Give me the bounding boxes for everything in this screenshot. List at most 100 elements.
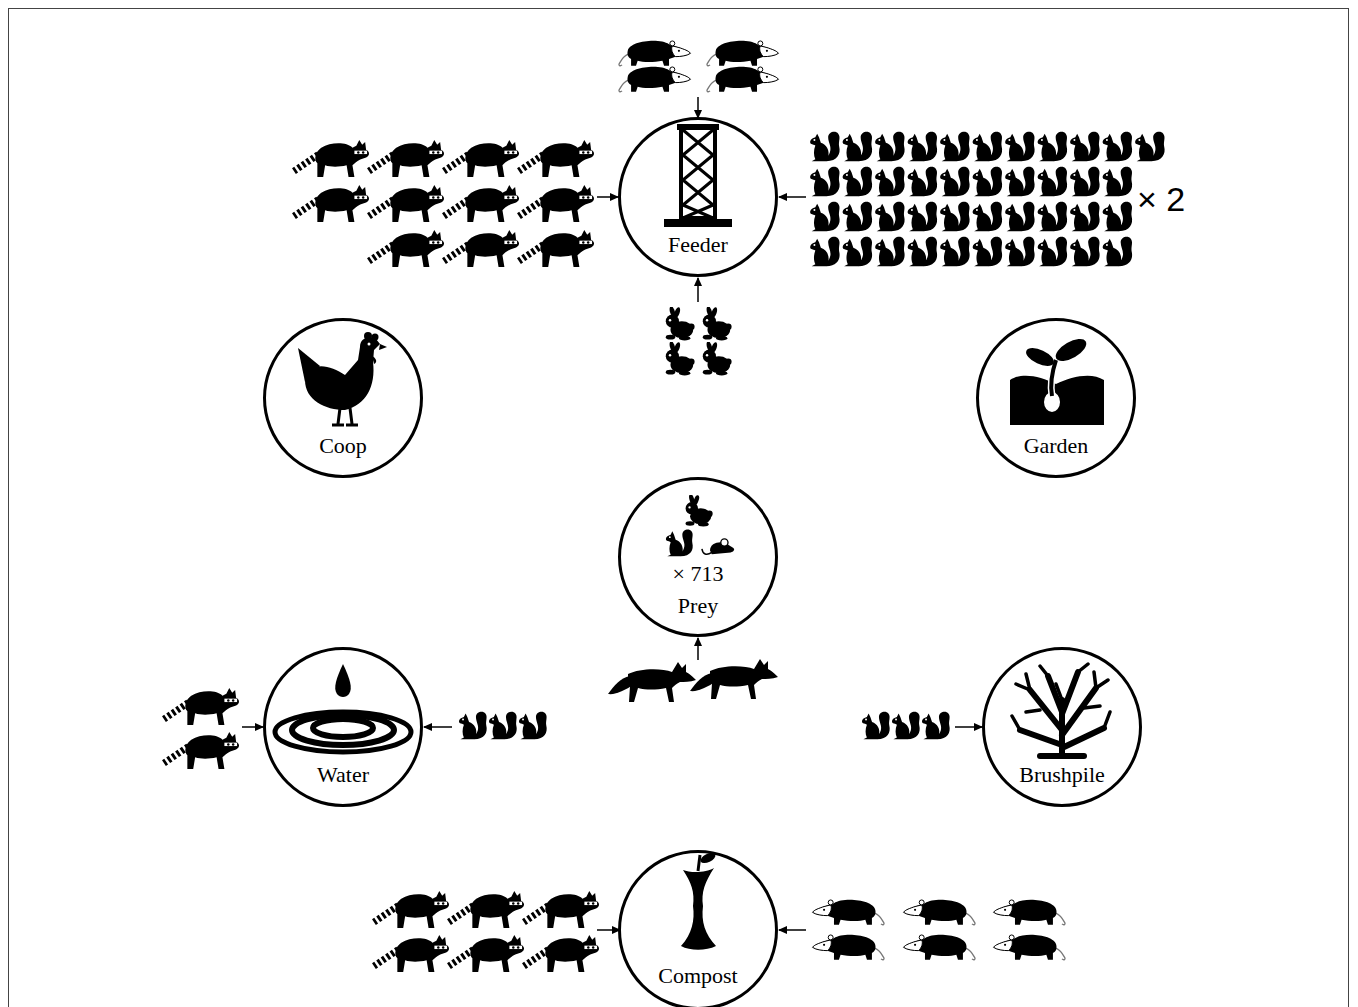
squirrel-icon bbox=[940, 167, 969, 196]
node-label: Prey bbox=[618, 594, 778, 618]
location-circle: Water bbox=[263, 647, 423, 807]
rabbit-icon bbox=[703, 341, 732, 376]
squirrel-icon bbox=[973, 237, 1002, 266]
raccoon-icon bbox=[164, 732, 239, 769]
squirrel-icon bbox=[908, 132, 937, 161]
squirrel-icon bbox=[908, 167, 937, 196]
raccoon-icon bbox=[444, 140, 519, 177]
squirrel-icon bbox=[1070, 237, 1099, 266]
node-label: Garden bbox=[976, 434, 1136, 458]
squirrel-icon bbox=[875, 202, 904, 231]
arrow bbox=[697, 97, 699, 118]
squirrel-icon bbox=[519, 712, 547, 740]
arrows bbox=[242, 97, 982, 930]
fox-icon bbox=[608, 662, 696, 702]
raccoon-icon bbox=[524, 891, 599, 928]
squirrel-icon bbox=[875, 132, 904, 161]
raccoon-icon bbox=[369, 140, 444, 177]
opossum-icon bbox=[707, 41, 778, 66]
squirrel-icon bbox=[908, 237, 937, 266]
opossum-icon bbox=[619, 67, 690, 92]
apple-core-icon bbox=[681, 851, 717, 950]
opossum-icon bbox=[813, 935, 884, 960]
rabbit-icon bbox=[666, 341, 695, 376]
squirrel-icon bbox=[875, 237, 904, 266]
raccoon-icon bbox=[374, 935, 449, 972]
arrow bbox=[955, 726, 982, 728]
squirrel-icon bbox=[1038, 132, 1067, 161]
count-text: × 713 bbox=[618, 562, 778, 586]
squirrel-icon bbox=[843, 202, 872, 231]
arrow bbox=[779, 929, 806, 931]
opossum-icon bbox=[994, 935, 1065, 960]
squirrel-icon bbox=[973, 167, 1002, 196]
sprout-icon bbox=[1010, 335, 1104, 425]
raccoon-icon bbox=[519, 230, 594, 267]
squirrel-icon bbox=[862, 712, 890, 740]
node-label: Brushpile bbox=[982, 763, 1142, 787]
squirrel-icon bbox=[1070, 132, 1099, 161]
squirrel-icon bbox=[843, 237, 872, 266]
arrow bbox=[242, 726, 263, 728]
squirrel-icon bbox=[1005, 167, 1034, 196]
node-label: Water bbox=[263, 763, 423, 787]
squirrel-icon bbox=[459, 712, 487, 740]
arrow bbox=[779, 196, 806, 198]
opossum-icon bbox=[619, 41, 690, 66]
arrow bbox=[424, 726, 452, 728]
squirrel-icon bbox=[973, 202, 1002, 231]
rabbit-icon bbox=[703, 306, 732, 341]
raccoon-icon bbox=[449, 935, 524, 972]
mouse-icon bbox=[702, 539, 734, 554]
squirrel-icon bbox=[1103, 202, 1132, 231]
squirrel-icon bbox=[1135, 132, 1164, 161]
node-label: Compost bbox=[618, 964, 778, 988]
arrow bbox=[697, 278, 699, 302]
squirrel-icon bbox=[1070, 202, 1099, 231]
squirrel-icon bbox=[1070, 167, 1099, 196]
raccoon-icon bbox=[369, 185, 444, 222]
rabbit-icon bbox=[686, 494, 713, 527]
squirrel-icon bbox=[810, 237, 839, 266]
arrow bbox=[697, 638, 699, 660]
water-icon bbox=[275, 664, 411, 752]
squirrel-icon bbox=[973, 132, 1002, 161]
squirrel-icon bbox=[843, 132, 872, 161]
raccoon-icon bbox=[444, 230, 519, 267]
raccoon-icon bbox=[294, 185, 369, 222]
raccoon-icon bbox=[374, 891, 449, 928]
rabbit-icon bbox=[666, 306, 695, 341]
squirrel-icon bbox=[1103, 167, 1132, 196]
squirrel-icon bbox=[1005, 202, 1034, 231]
multiplier-label: × 2 bbox=[1137, 181, 1185, 218]
squirrel-icon bbox=[1005, 132, 1034, 161]
squirrel-icon bbox=[875, 167, 904, 196]
location-circle: Feeder bbox=[618, 117, 778, 277]
animal-icons bbox=[164, 41, 1165, 972]
location-circle: Coop bbox=[263, 318, 423, 478]
raccoon-icon bbox=[519, 185, 594, 222]
hen-icon bbox=[298, 332, 387, 425]
squirrel-icon bbox=[1038, 202, 1067, 231]
squirrel-icon bbox=[940, 237, 969, 266]
feeder-icon bbox=[664, 124, 732, 227]
raccoon-icon bbox=[444, 185, 519, 222]
opossum-icon bbox=[904, 900, 975, 925]
raccoon-icon bbox=[524, 935, 599, 972]
arrow bbox=[597, 929, 620, 931]
squirrel-icon bbox=[908, 202, 937, 231]
raccoon-icon bbox=[164, 688, 239, 725]
opossum-icon bbox=[904, 935, 975, 960]
squirrel-icon bbox=[1103, 132, 1132, 161]
squirrel-icon bbox=[810, 167, 839, 196]
node-label: Feeder bbox=[618, 233, 778, 257]
fox-icon bbox=[690, 659, 778, 699]
squirrel-icon bbox=[1038, 237, 1067, 266]
squirrel-icon bbox=[940, 132, 969, 161]
raccoon-icon bbox=[449, 891, 524, 928]
arrow bbox=[597, 196, 618, 198]
squirrel-icon bbox=[810, 132, 839, 161]
squirrel-icon bbox=[940, 202, 969, 231]
squirrel-icon bbox=[922, 712, 950, 740]
